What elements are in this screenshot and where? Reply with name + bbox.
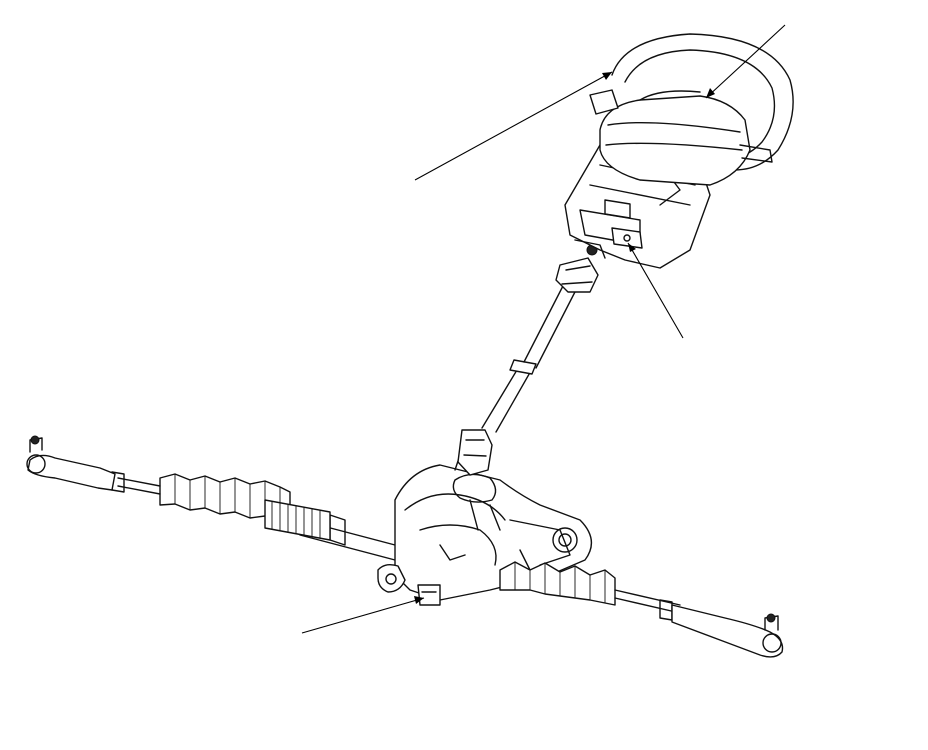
callout-leaders xyxy=(301,24,786,634)
tie-rod-right xyxy=(499,561,784,658)
tie-rod-left xyxy=(26,435,331,541)
callout-gearbox-mount xyxy=(301,597,425,634)
arrowhead-icon xyxy=(628,243,636,252)
callout-column-bracket xyxy=(627,242,684,339)
arrowhead-icon xyxy=(414,596,424,604)
callout-steering-wheel-spoke xyxy=(705,24,786,99)
arrowhead-icon xyxy=(706,88,715,98)
steering-wheel xyxy=(589,33,794,186)
arrowhead-icon xyxy=(602,72,612,80)
intermediate-shaft xyxy=(457,244,599,476)
callout-steering-wheel-rim xyxy=(414,71,613,181)
